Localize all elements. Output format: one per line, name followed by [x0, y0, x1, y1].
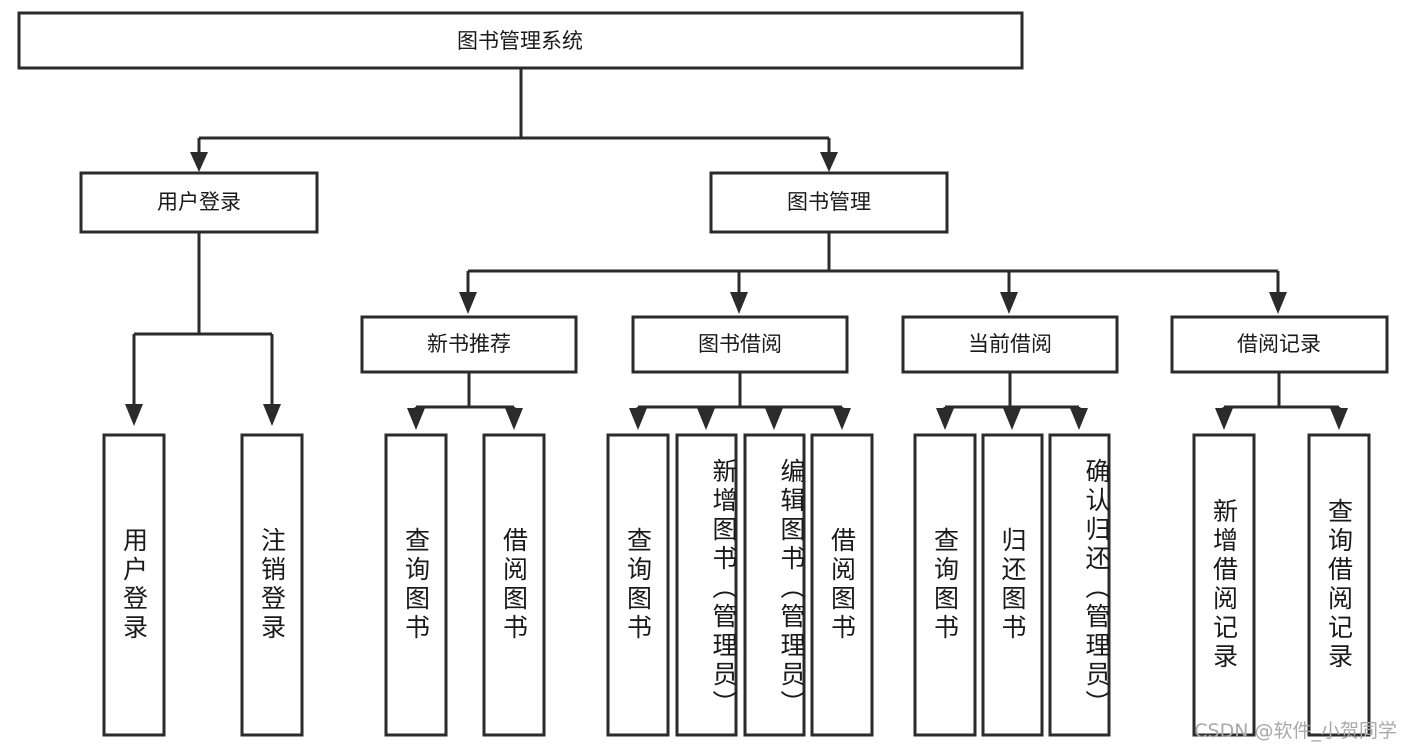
leaf-box-borrow-3[interactable]: [810, 433, 874, 737]
node-record-box[interactable]: [1170, 315, 1389, 374]
leaf-box-user-login-0[interactable]: [102, 433, 166, 737]
node-book-mgmt-box[interactable]: [709, 171, 949, 234]
leaf-box-newbook-1[interactable]: [482, 433, 546, 737]
arrowhead-borrow-leaf-3: [833, 408, 851, 430]
leaf-box-borrow-2[interactable]: [743, 433, 806, 737]
arrowhead-borrow-leaf-2: [765, 408, 783, 430]
leaf-box-current-0[interactable]: [913, 433, 977, 737]
node-record-label: 借阅记录: [1237, 332, 1321, 356]
arrowhead-current-leaf-1: [1003, 408, 1021, 430]
arrowhead-book-mgmt-to-newbook: [459, 292, 477, 314]
arrowhead-root-to-book-mgmt: [820, 152, 838, 172]
node-user-login-label: 用户登录: [157, 190, 241, 214]
leaf-box-newbook-0[interactable]: [384, 433, 448, 737]
arrowhead-current-leaf-2: [1070, 408, 1088, 430]
node-root-box[interactable]: [17, 11, 1024, 70]
leaf-box-user-login-1[interactable]: [240, 433, 304, 737]
node-newbook-label: 新书推荐: [427, 332, 511, 356]
node-book-mgmt-label: 图书管理: [787, 190, 871, 214]
node-newbook-box[interactable]: [360, 315, 578, 374]
node-current-box[interactable]: [901, 315, 1119, 374]
leaf-box-current-1[interactable]: [981, 433, 1044, 737]
arrowhead-user-login-leaf-0: [125, 404, 143, 426]
arrowhead-user-login-leaf-1: [263, 404, 281, 426]
arrowhead-root-to-user-login: [190, 152, 208, 172]
arrowhead-book-mgmt-to-borrow: [730, 292, 748, 314]
node-borrow-label: 图书借阅: [698, 332, 782, 356]
leaf-box-borrow-0[interactable]: [606, 433, 670, 737]
node-root-label: 图书管理系统: [457, 29, 583, 53]
arrowhead-book-mgmt-to-current: [1000, 292, 1018, 314]
leaf-box-record-0[interactable]: [1192, 433, 1256, 737]
arrowhead-borrow-leaf-1: [697, 408, 715, 430]
arrowhead-current-leaf-0: [936, 408, 954, 430]
leaf-box-borrow-1[interactable]: [675, 433, 738, 737]
arrowhead-record-leaf-1: [1330, 408, 1348, 430]
leaf-box-record-1[interactable]: [1307, 433, 1371, 737]
arrowhead-borrow-leaf-0: [629, 408, 647, 430]
leaf-box-current-2[interactable]: [1048, 433, 1111, 737]
node-borrow-box[interactable]: [631, 315, 849, 374]
arrowhead-book-mgmt-to-record: [1269, 292, 1287, 314]
arrowhead-record-leaf-0: [1215, 408, 1233, 430]
node-current-label: 当前借阅: [968, 332, 1052, 356]
arrowhead-newbook-leaf-0: [407, 408, 425, 430]
arrowhead-newbook-leaf-1: [505, 408, 523, 430]
